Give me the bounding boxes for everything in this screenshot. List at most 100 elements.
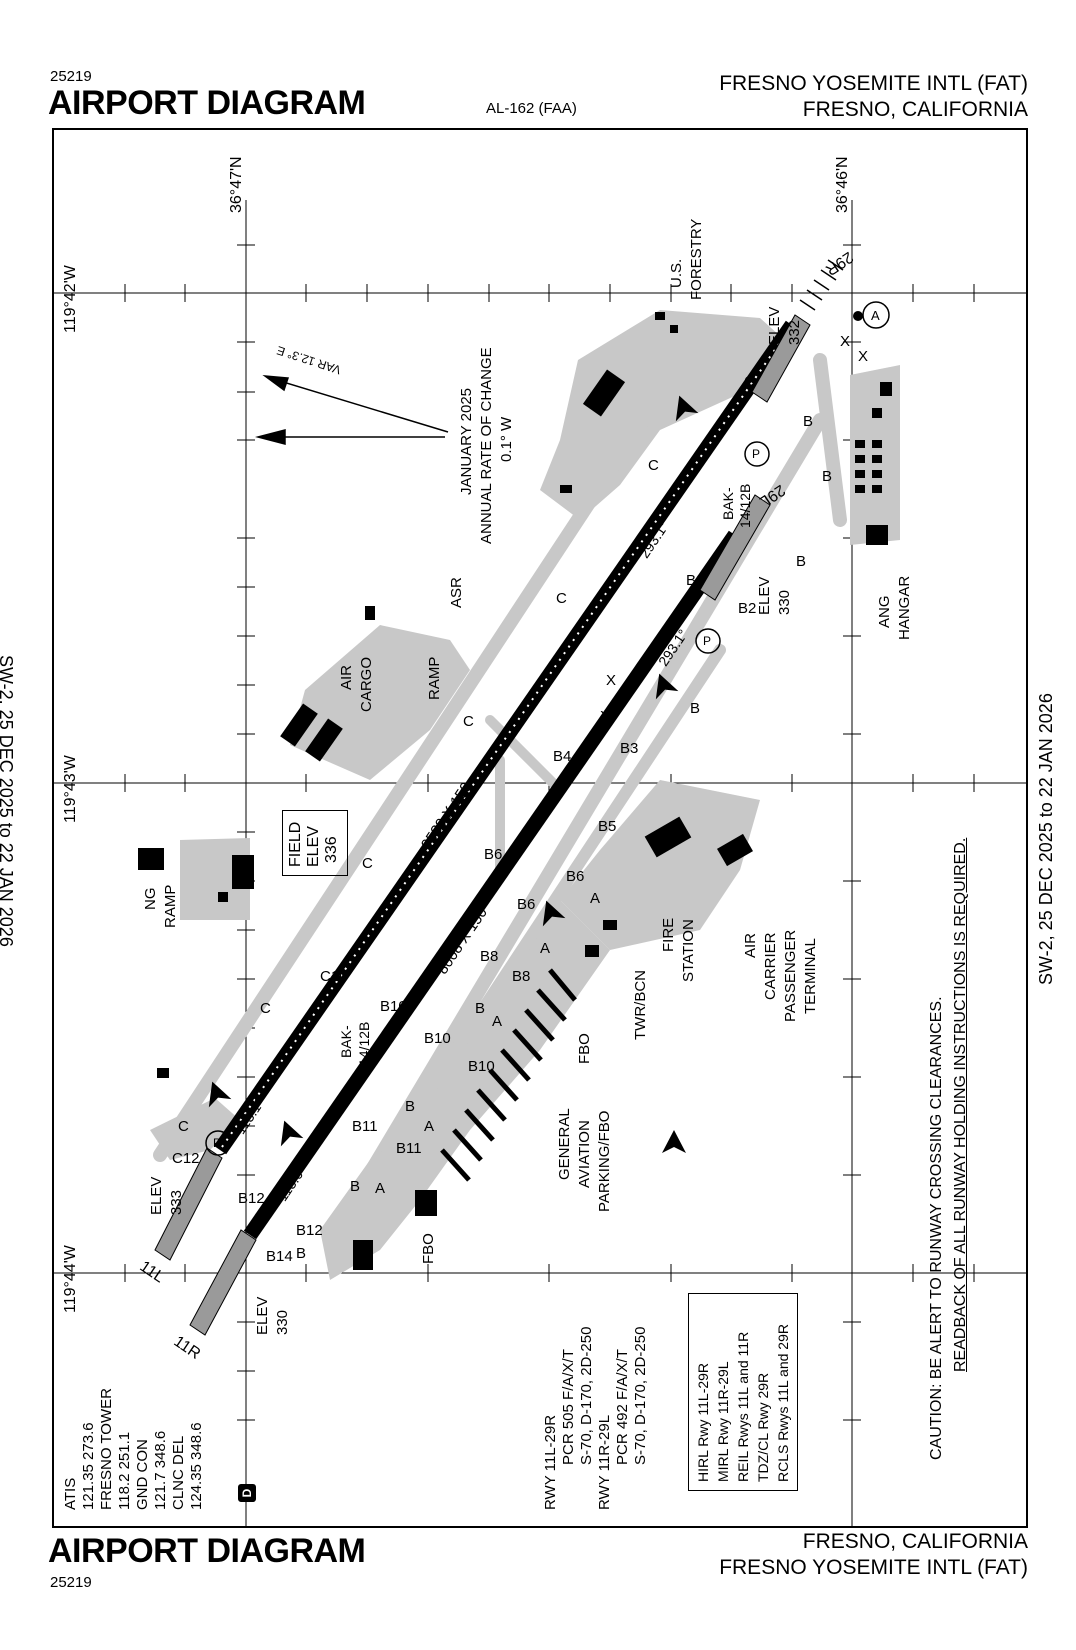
us-forestry-line1: U.S.: [668, 258, 685, 288]
taxiway-label: B8: [512, 968, 531, 985]
atis-label: ATIS: [62, 1477, 79, 1510]
elev-11l-value: 333: [168, 1189, 185, 1215]
fire-station-line2: STATION: [680, 919, 697, 982]
rate-of-change-line2: ANNUAL RATE OF CHANGE: [478, 347, 495, 544]
us-forestry-line2: FORESTRY: [688, 218, 705, 300]
elev-29l-value: 330: [776, 589, 793, 615]
taxiway-label: B11: [352, 1118, 378, 1135]
taxiway-c: [153, 388, 667, 1162]
taxiway-label: B3: [620, 740, 639, 757]
ang-hangar-line2: HANGAR: [896, 575, 913, 640]
taxiway-label: X: [600, 708, 611, 725]
taxiway-label: C: [744, 373, 755, 390]
pcr-runway-1-weights: S-70, D-170, 2D-250: [578, 1326, 595, 1465]
ng-ramp-line1: NG: [142, 887, 159, 911]
taxiway-label: B2: [738, 600, 757, 617]
elev-11l-label: ELEV: [148, 1176, 165, 1215]
parking-p-icon: P: [213, 1136, 222, 1150]
magnetic-variation-arrows: [255, 375, 449, 445]
taxiway-label: B14: [266, 1248, 293, 1265]
pcr-runway-2-value: PCR 492 F/A/X/T: [614, 1349, 631, 1465]
approach-lights-29r: [799, 259, 844, 311]
air-carrier-line2: CARRIER: [762, 932, 779, 1000]
taxiway-label: B: [475, 1000, 486, 1017]
taxiway-label: B10: [424, 1030, 451, 1047]
taxiway-label: C: [463, 713, 474, 730]
atis-frequencies: 121.35 273.6: [80, 1422, 97, 1510]
north-arrow-icons: [208, 395, 699, 1153]
bak-lower-line2: 14/12B: [356, 1021, 372, 1066]
ng-ramp-line2: RAMP: [162, 884, 179, 928]
taxiway-label: B: [405, 1098, 416, 1115]
taxiway-label: B5: [598, 818, 617, 835]
taxiway-b-north: [813, 353, 847, 527]
taxiway-label: B: [822, 468, 833, 485]
overrun-11r: [189, 1229, 257, 1336]
taxiway-label: C: [648, 457, 659, 474]
pcr-runway-1: RWY 11L-29R: [542, 1414, 559, 1510]
rate-of-change-line1: JANUARY 2025: [458, 387, 475, 495]
pcr-runway-2: RWY 11R-29L: [596, 1414, 613, 1510]
circle-a-label: A: [871, 308, 880, 323]
taxiway-label: B8: [480, 948, 499, 965]
fbo-label-terminal: FBO: [576, 1033, 593, 1064]
elev-29r-value: 332: [786, 319, 803, 345]
taxiway-label: B: [350, 1178, 361, 1195]
field-elev-line3: 336: [323, 836, 340, 863]
airport-name-top: FRESNO YOSEMITE INTL (FAT): [719, 72, 1028, 95]
taxiway-label: C12: [172, 1150, 200, 1167]
lighting-info-box: HIRL Rwy 11L-29R MIRL Rwy 11R-29L REIL R…: [688, 1293, 798, 1491]
ground-label: GND CON: [134, 1439, 151, 1510]
taxiway-label: B12: [238, 1190, 265, 1207]
chart-number-top: 25219: [50, 68, 92, 85]
taxiway-label: B11: [396, 1140, 422, 1157]
taxiway-label: B: [296, 1245, 307, 1262]
bak-upper-line2: 14/12B: [737, 483, 753, 528]
runway-11r-29l: [243, 530, 742, 1240]
caution-line-1: CAUTION: BE ALERT TO RUNWAY CROSSING CLE…: [928, 996, 945, 1460]
taxiway-label: C10: [320, 968, 348, 985]
latitude-label-right: 36°46'N: [834, 156, 851, 213]
lighting-line-2: MIRL Rwy 11R-29L: [715, 1361, 731, 1482]
airport-name-bottom: FRESNO YOSEMITE INTL (FAT): [719, 1556, 1028, 1579]
aprons: [150, 310, 900, 1280]
ramp-label: RAMP: [426, 656, 443, 700]
longitude-label-mid: 119°43'W: [62, 755, 79, 823]
runway-11l-29r: [213, 320, 799, 1155]
taxiway-label: B: [796, 553, 807, 570]
lighting-line-5: RCLS Rwys 11L and 29R: [775, 1324, 791, 1482]
tower-label: FRESNO TOWER: [98, 1388, 115, 1510]
parking-p-icon: P: [752, 447, 761, 461]
taxiway-label: B: [690, 700, 701, 717]
elev-11r-label: ELEV: [254, 1296, 271, 1335]
tower-frequencies: 118.2 251.1: [116, 1431, 133, 1510]
taxiway-label: B6: [566, 868, 585, 885]
general-aviation-line2: AVIATION: [576, 1120, 593, 1188]
bak-upper-line1: BAK-: [720, 487, 736, 520]
elev-29l-label: ELEV: [756, 576, 773, 615]
lighting-line-4: TDZ/CL Rwy 29R: [755, 1372, 771, 1482]
air-cargo-apron: [290, 625, 470, 780]
taxiway-label: B12: [296, 1222, 323, 1239]
air-carrier-line3: PASSENGER: [782, 929, 799, 1022]
latitude-label-left: 36°47'N: [228, 156, 245, 213]
buildings: [138, 312, 892, 1270]
air-cargo-line2: CARGO: [358, 656, 375, 712]
air-carrier-line1: AIR: [742, 932, 759, 958]
rate-of-change-line3: 0.1° W: [498, 416, 515, 462]
taxiway-label: B4: [553, 748, 572, 765]
air-cargo-line1: AIR: [338, 664, 355, 690]
taxiway-label: B: [803, 413, 814, 430]
diagram-frame: [52, 128, 1028, 1528]
taxiway-label: A: [375, 1180, 386, 1197]
navaid-dot-icon: [853, 311, 863, 321]
p-circle-icons: [205, 441, 770, 1156]
parking-p-icon: P: [703, 634, 712, 648]
general-aviation-line1: GENERAL: [556, 1108, 573, 1180]
fire-station-line1: FIRE: [660, 917, 677, 952]
taxiway-label: X: [858, 348, 869, 365]
taxiway-label: B10: [468, 1058, 495, 1075]
air-carrier-line4: TERMINAL: [802, 938, 819, 1014]
overrun-29l: [699, 494, 771, 601]
